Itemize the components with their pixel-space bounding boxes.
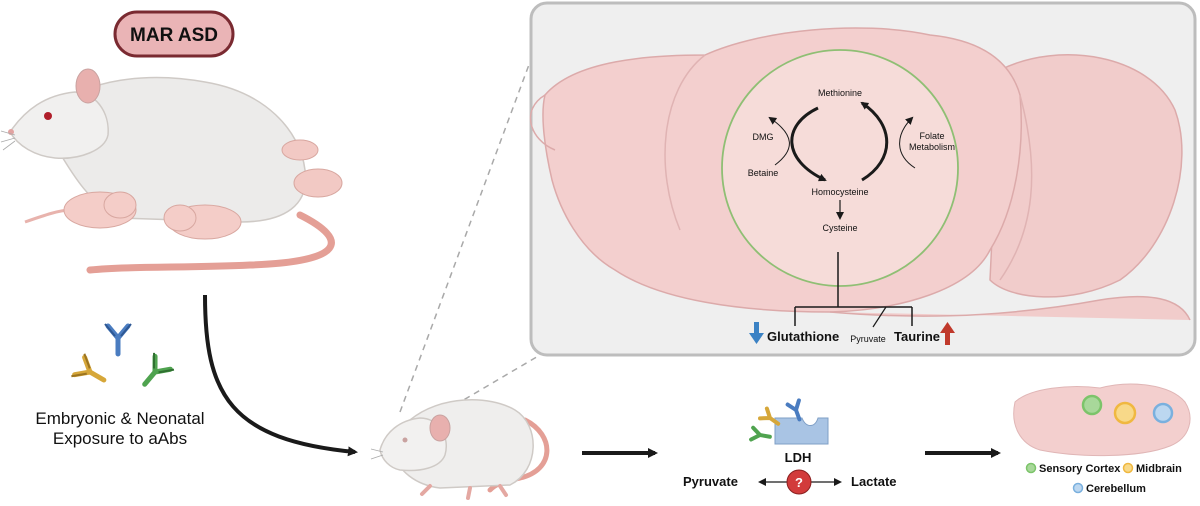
cerebellum-marker bbox=[1152, 402, 1174, 424]
methionine-cycle: Methionine DMG Betaine Folate Metabolism… bbox=[748, 88, 955, 233]
dmg-label: DMG bbox=[753, 132, 774, 142]
zoom-line-top bbox=[399, 34, 541, 413]
ldh-lactate-label: Lactate bbox=[851, 474, 897, 489]
arrow-betaine-to-dmg bbox=[768, 116, 790, 166]
exposure-label-line1: Embryonic & Neonatal bbox=[35, 409, 204, 428]
legend-cerebellum-dot bbox=[1072, 482, 1084, 494]
antibody-yellow-icon bbox=[71, 353, 107, 383]
folate-label-line1: Folate bbox=[919, 131, 944, 141]
pyruvate-small-label: Pyruvate bbox=[850, 334, 886, 344]
ldh-pyruvate-label: Pyruvate bbox=[683, 474, 738, 489]
metabolism-cycle-circle bbox=[721, 49, 959, 287]
brain-regions-legend: Sensory Cortex Midbrain Cerebellum bbox=[1025, 462, 1182, 495]
increase-arrow-icon bbox=[940, 322, 955, 345]
antibody-icons bbox=[71, 323, 175, 387]
antibody-green-icon bbox=[142, 352, 175, 387]
cysteine-label: Cysteine bbox=[822, 223, 857, 233]
legend-midbrain-dot bbox=[1122, 462, 1134, 474]
pup-rat-illustration bbox=[370, 399, 550, 500]
question-mark: ? bbox=[795, 475, 803, 490]
antibody-blue-icon bbox=[104, 323, 132, 357]
betaine-label: Betaine bbox=[748, 168, 779, 178]
ldh-label: LDH bbox=[785, 450, 812, 465]
glutathione-label: Glutathione bbox=[767, 329, 839, 344]
legend-sensory-cortex-dot bbox=[1025, 462, 1037, 474]
folate-label-line2: Metabolism bbox=[909, 142, 955, 152]
question-icon bbox=[786, 469, 812, 495]
ldh-enzyme-icon bbox=[749, 398, 829, 445]
exposure-label-line2: Exposure to aAbs bbox=[53, 429, 187, 448]
arrow-folate-metabolism bbox=[899, 116, 916, 169]
sensory-cortex-marker bbox=[1081, 394, 1103, 416]
legend-sensory-cortex: Sensory Cortex bbox=[1039, 463, 1121, 475]
methionine-label: Methionine bbox=[818, 88, 862, 98]
badge-text: MAR ASD bbox=[130, 25, 218, 46]
legend-cerebellum: Cerebellum bbox=[1086, 483, 1146, 495]
arrow-homocysteine-to-methionine bbox=[860, 101, 889, 182]
legend-midbrain: Midbrain bbox=[1136, 463, 1182, 475]
arrow-methionine-to-homocysteine bbox=[790, 106, 827, 182]
mar-asd-badge: MAR ASD bbox=[113, 10, 235, 58]
decrease-arrow-icon bbox=[749, 322, 764, 344]
taurine-label: Taurine bbox=[894, 329, 940, 344]
homocysteine-label: Homocysteine bbox=[811, 187, 868, 197]
midbrain-marker bbox=[1113, 401, 1137, 425]
cysteine-branches bbox=[794, 252, 913, 328]
adult-rat-illustration bbox=[0, 68, 343, 274]
zoom-line-bottom bbox=[454, 354, 541, 406]
mini-brain-illustration bbox=[1013, 383, 1191, 457]
exposure-arrow bbox=[203, 294, 358, 457]
